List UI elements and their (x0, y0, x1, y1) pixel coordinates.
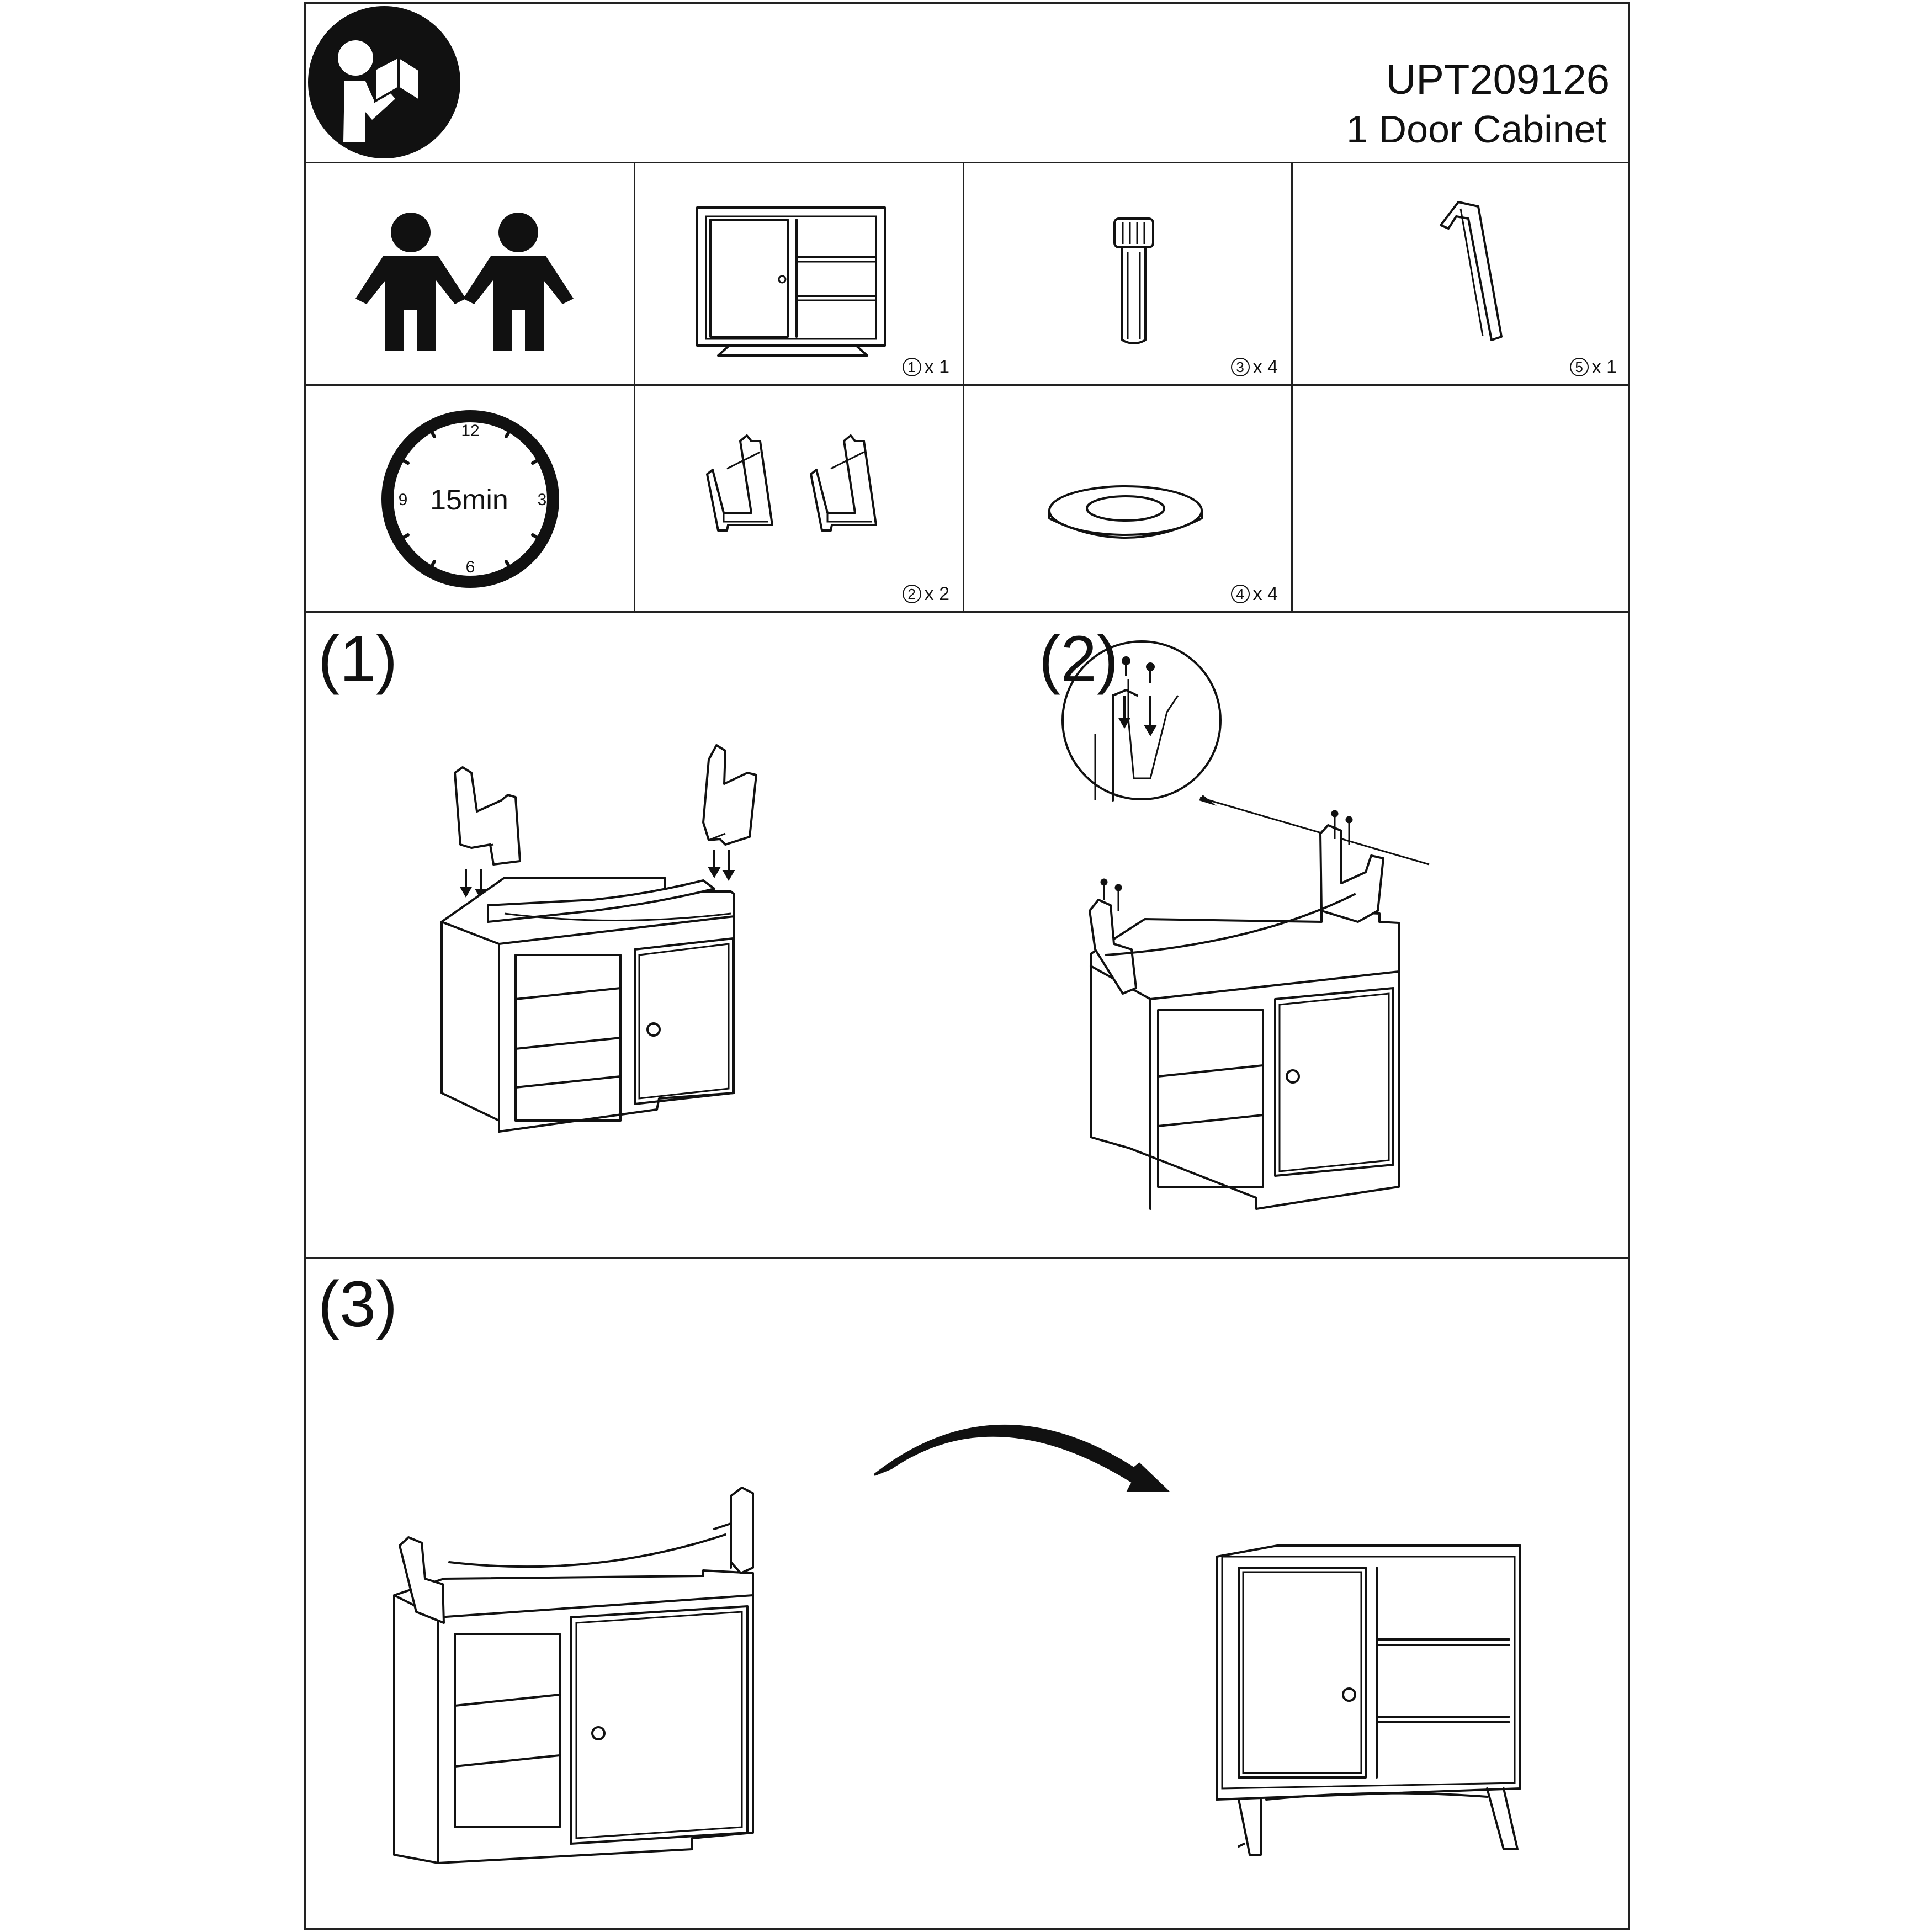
assembly-time-label: 15min (430, 484, 508, 516)
part-number-badge: 2 (902, 585, 921, 603)
clock-number-12: 12 (461, 422, 479, 440)
two-person-assembly-icon (306, 163, 634, 384)
part-number-badge: 4 (1230, 585, 1250, 603)
part-quantity: x 4 (1252, 583, 1278, 604)
divider (306, 384, 1628, 386)
model-number: UPT209126 (1386, 56, 1610, 103)
allen-key-icon: 5 x 1 (1293, 163, 1630, 384)
divider (1291, 162, 1293, 611)
product-name: 1 Door Cabinet (1346, 108, 1606, 151)
step-3-illustration (306, 1259, 1631, 1929)
washer-icon: 4 x 4 (964, 386, 1291, 611)
leg-frame-icon: 2 x 2 (635, 386, 963, 611)
divider (306, 162, 1628, 163)
divider (306, 611, 1628, 613)
clock-number-6: 6 (466, 558, 475, 576)
step-1-illustration (306, 613, 968, 1257)
clock-number-3: 3 (538, 491, 547, 509)
part-quantity: x 1 (924, 357, 949, 378)
part-quantity: x 4 (1252, 357, 1278, 378)
step-1-label: (1) (318, 623, 398, 696)
part-number-badge: 5 (1569, 358, 1589, 376)
divider (306, 1257, 1628, 1259)
instruction-sheet: UPT209126 1 Door Cabinet 1 (304, 2, 1630, 1930)
step-3-label: (3) (318, 1268, 398, 1341)
step-2-label: (2) (1039, 623, 1119, 696)
cabinet-body-icon: 1 x 1 (635, 163, 963, 384)
step-2-illustration (968, 613, 1631, 1257)
divider (963, 162, 964, 611)
part-quantity: x 2 (924, 583, 949, 604)
clock-icon: 12 3 6 9 15min (306, 386, 634, 611)
bolt-icon: 3 x 4 (964, 163, 1291, 384)
read-manual-icon (306, 4, 466, 162)
part-number-badge: 3 (1230, 358, 1250, 376)
flip-arrow-icon (873, 1425, 1170, 1492)
clock-number-9: 9 (399, 491, 408, 509)
divider (634, 162, 635, 611)
part-quantity: x 1 (1591, 357, 1617, 378)
part-number-badge: 1 (902, 358, 921, 376)
